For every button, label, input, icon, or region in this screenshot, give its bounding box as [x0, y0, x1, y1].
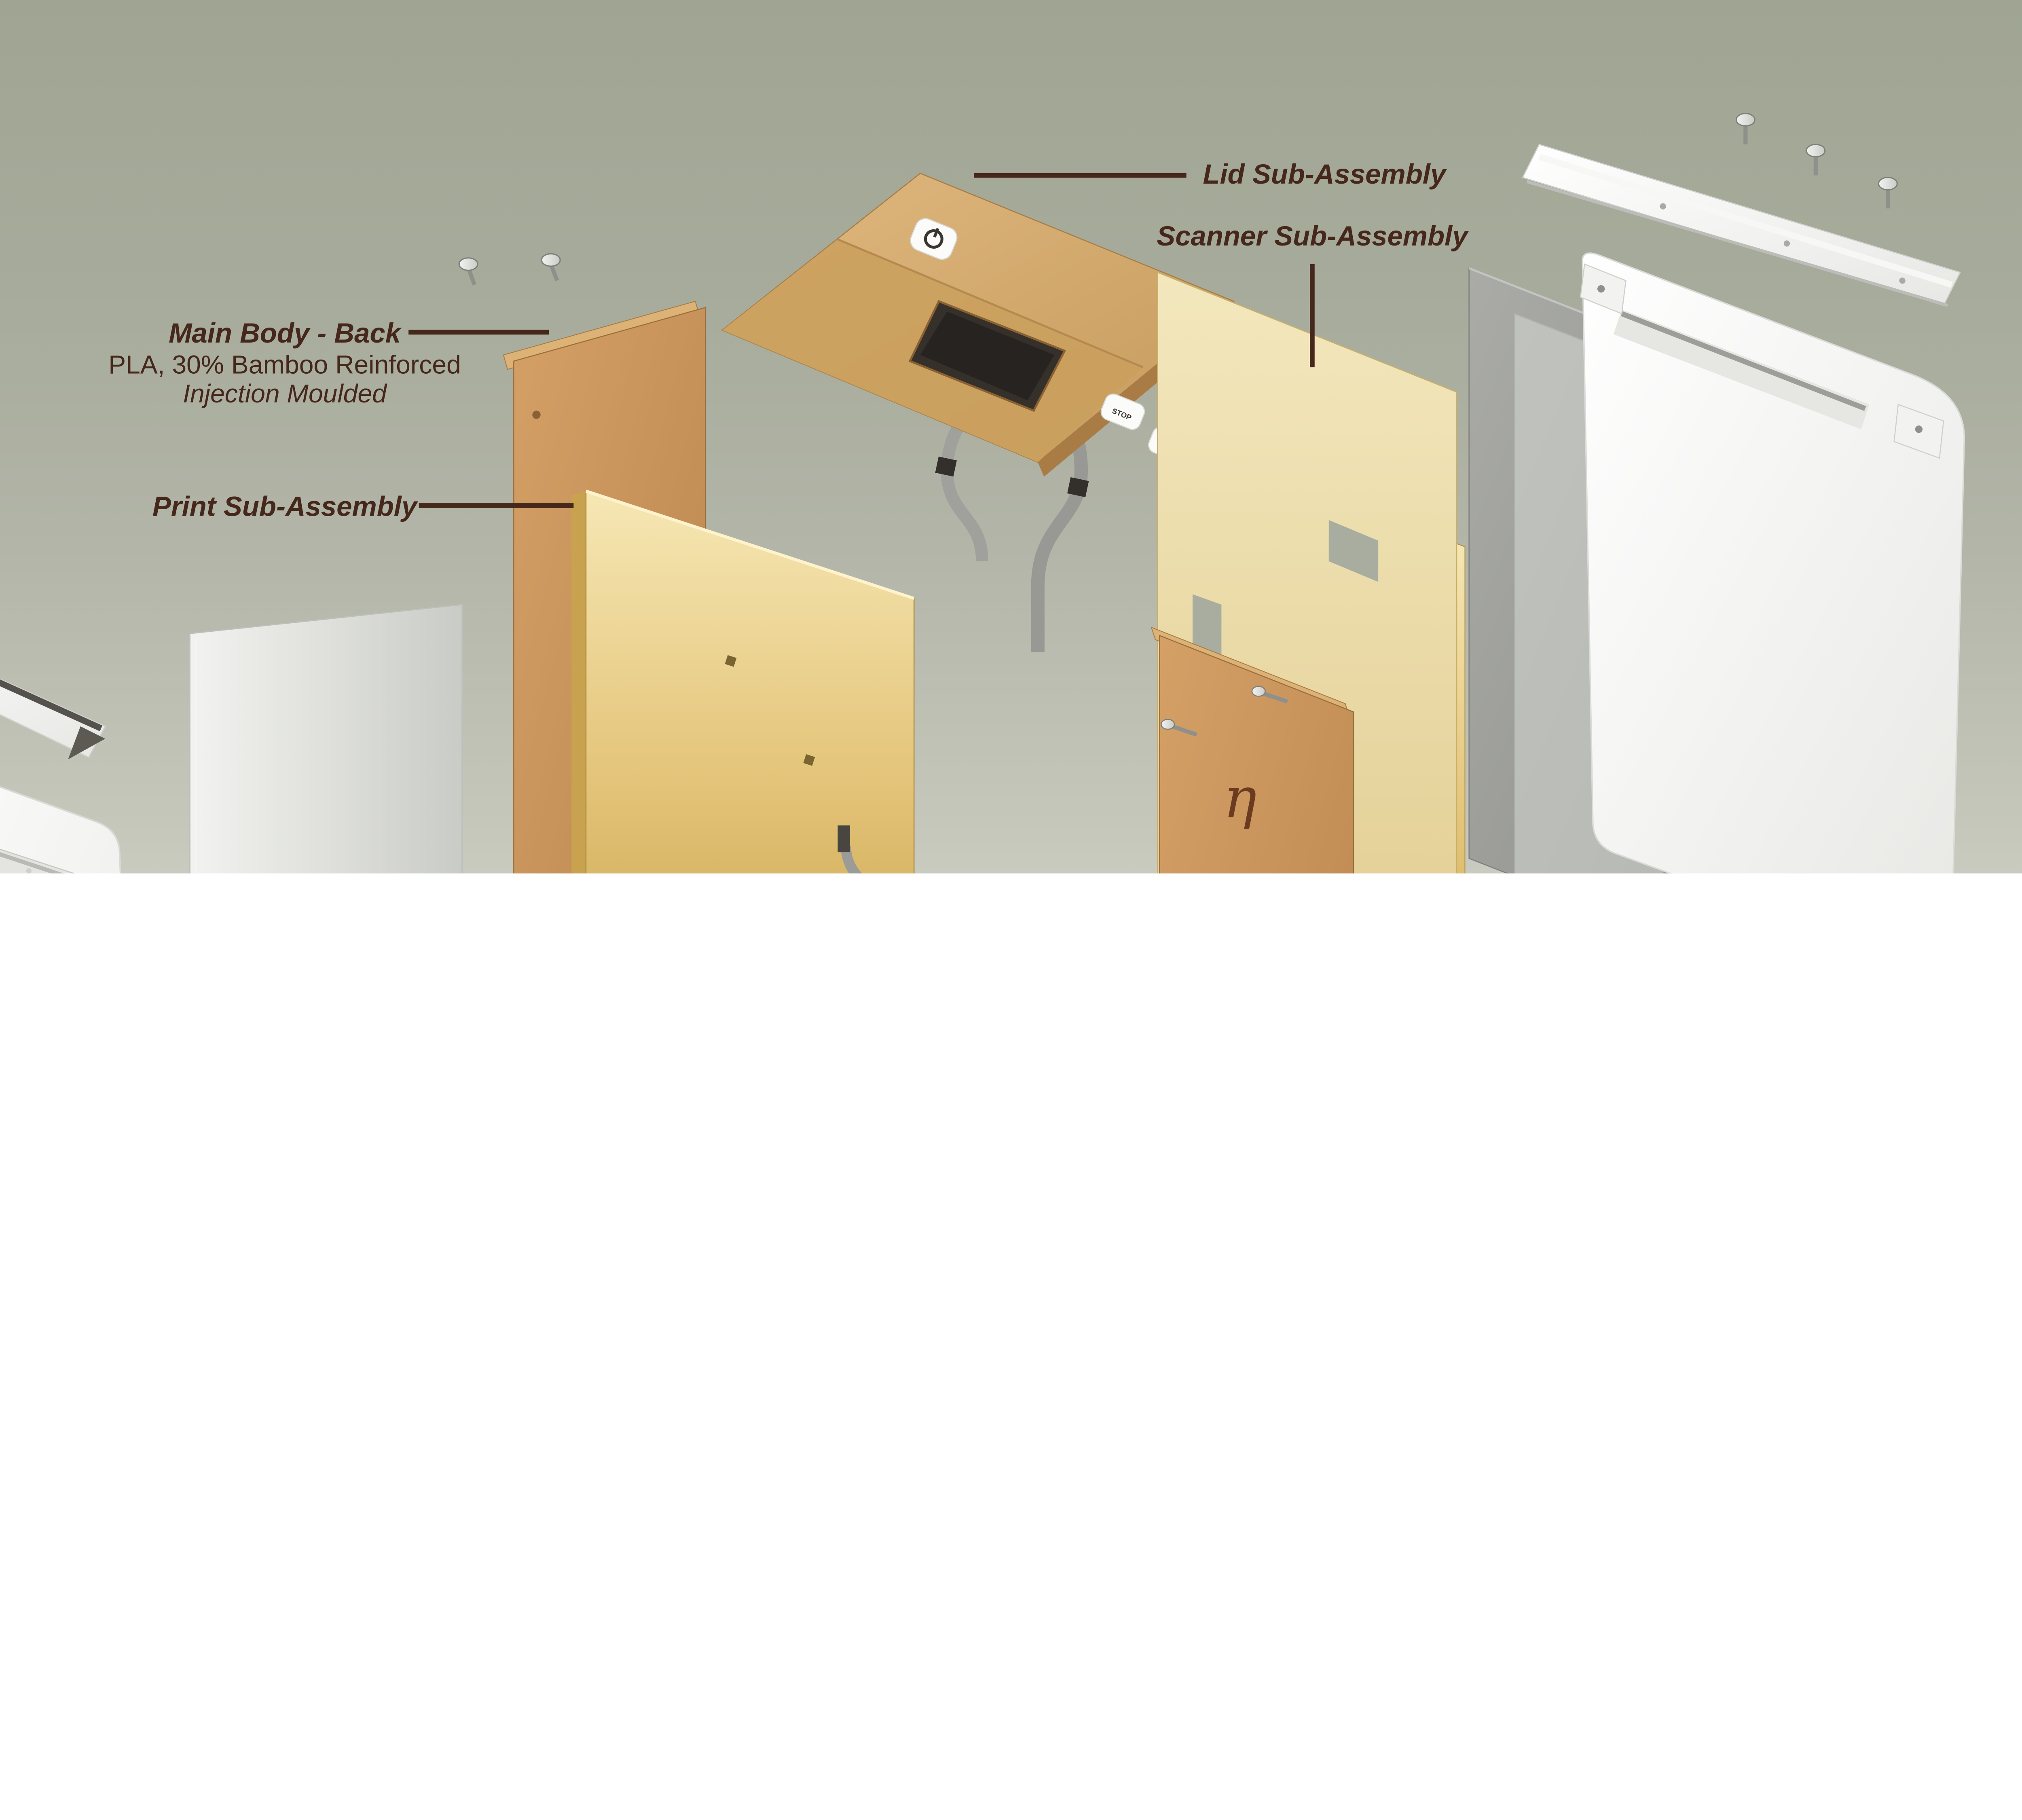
label-name: Main Body - Front: [1472, 1203, 1710, 1234]
label-material: PLA, 30% Bamboo Reinforced: [108, 350, 461, 379]
label-material: PLA, 30% Bamboo Reinforced: [1415, 1235, 1767, 1264]
label-process: Injection Moulded: [1489, 1264, 1694, 1293]
label-material: Standard: [209, 1658, 315, 1687]
label-name: Scanner Sub-Assembly: [1157, 220, 1469, 252]
label-print-sub-assembly: Print Sub-Assembly: [152, 491, 419, 522]
label-name: Hinge Plate (X4): [934, 1162, 1146, 1193]
label-name-line2: Sub-Assembly: [937, 1120, 1132, 1151]
brand-logo: η: [1223, 766, 1257, 830]
label-process: Injection Moulding: [0, 1532, 20, 1562]
label-name: PCB Main: [969, 1089, 1098, 1120]
label-process: Injection Moulded: [674, 1532, 878, 1562]
part-main-body-front: η: [1151, 627, 1354, 1337]
label-name: Main Body - Back: [169, 317, 402, 349]
label-name: Print Sub-Assembly: [152, 491, 419, 522]
part-steel-sheet-upper: [190, 605, 462, 1090]
label-material: PLA, 30% Bamboo Reinforced: [600, 1504, 952, 1533]
label-name: Threaded Rod - Hinge: [117, 1626, 406, 1657]
label-name: Lid Sub-Assembly: [1203, 159, 1447, 190]
page-title: full unit assembly: [1237, 1573, 2022, 1748]
part-steel-sheet-lower: [190, 1056, 462, 1362]
label-scanner-sub-assembly: Scanner Sub-Assembly: [1157, 220, 1469, 252]
label-name: Main Body - Base: [660, 1471, 892, 1502]
label-lid-sub-assembly: Lid Sub-Assembly: [1203, 159, 1447, 190]
label-process: Injection Moulded: [183, 379, 387, 408]
label-material: Brass Sheet: [969, 1192, 1110, 1221]
